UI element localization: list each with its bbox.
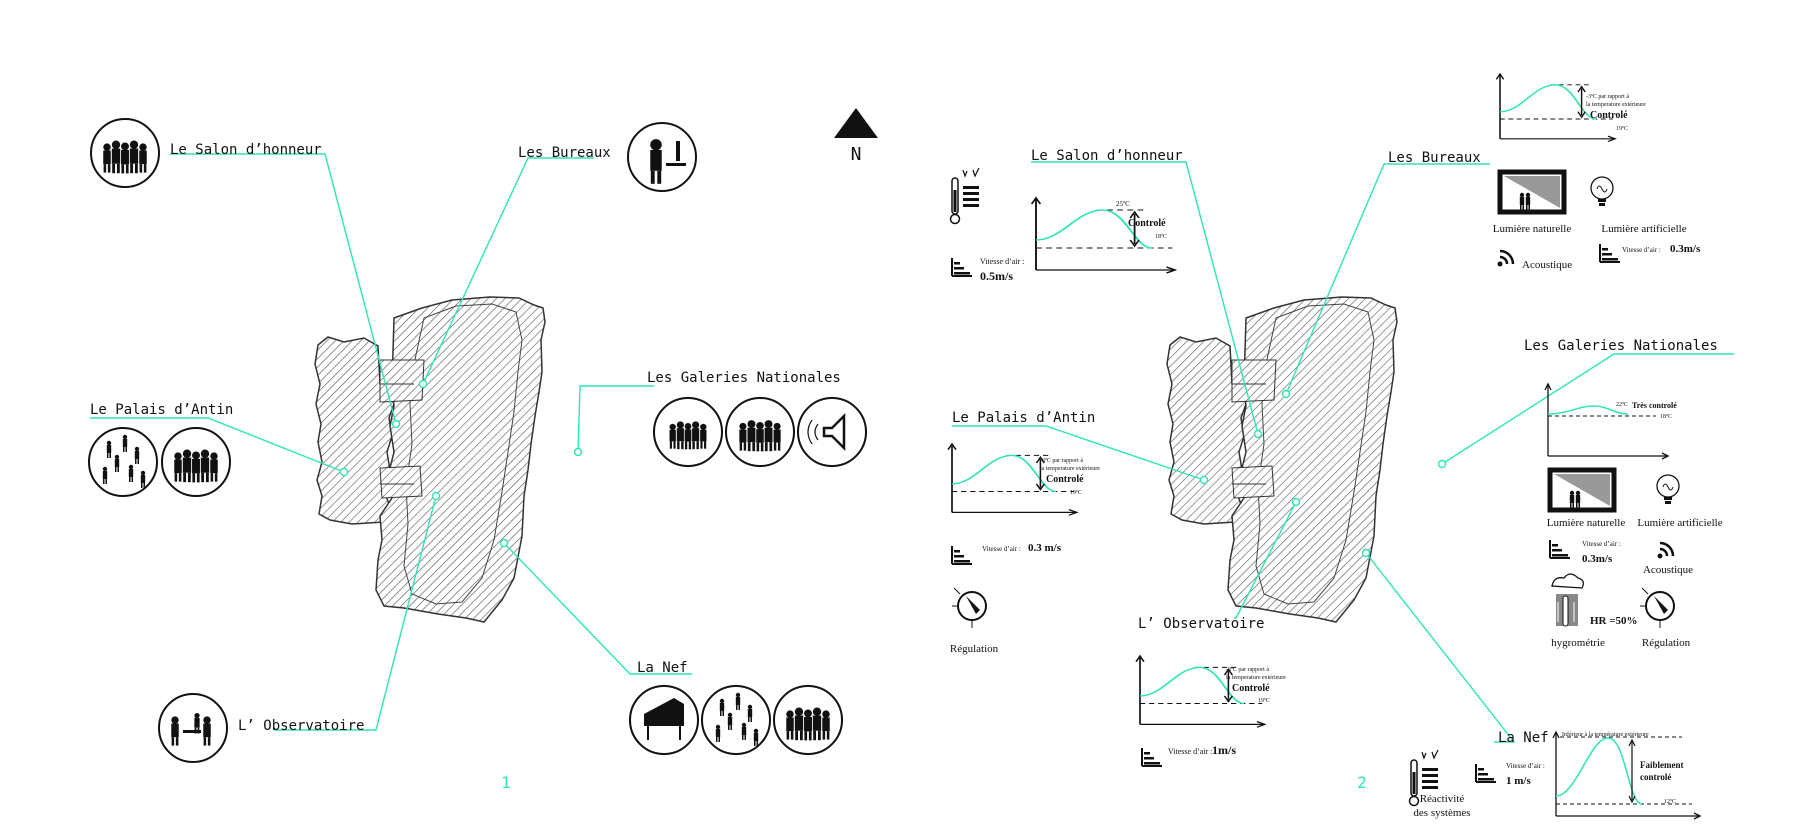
observatoire-air-label: Vitesse d’air : bbox=[1168, 747, 1212, 756]
label-bureaux-1: Les Bureaux bbox=[518, 145, 611, 161]
label-salon-2: Le Salon d’honneur bbox=[1031, 148, 1183, 164]
galeries-regulation-icon bbox=[1639, 587, 1675, 629]
panel-number-1: 1 bbox=[501, 773, 511, 792]
galeries-bulb-icon bbox=[1656, 474, 1680, 505]
observatoire-temp-note2: la temperature extérieure bbox=[1226, 675, 1286, 681]
bureaux-acoustic: Acoustique bbox=[1522, 259, 1572, 271]
palais-air-value: 0.3 m/s bbox=[1028, 542, 1062, 554]
bureaux-air-label: Vitesse d’air : bbox=[1622, 246, 1661, 254]
label-salon-1: Le Salon d’honneur bbox=[170, 142, 322, 158]
observatoire-temp-mid: Controlé bbox=[1232, 683, 1270, 694]
palais-temp-mid: Controlé bbox=[1046, 474, 1084, 485]
dispersed-visitors-icon bbox=[701, 685, 771, 755]
galeries-regulation: Régulation bbox=[1642, 637, 1691, 649]
label-observatoire-1: L’ Observatoire bbox=[238, 718, 364, 734]
nef-air-label: Vitesse d’air : bbox=[1506, 762, 1545, 770]
crowd-walking-icon bbox=[653, 397, 723, 467]
palais-temp-bottom: 19ºC bbox=[1070, 490, 1082, 496]
galeries-artificial-light: Lumière artificielle bbox=[1637, 517, 1722, 529]
observatoire-air-value: 1m/s bbox=[1212, 743, 1236, 757]
nef-temp-bottom: 12ºC bbox=[1664, 799, 1676, 805]
nef-air-value: 1 m/s bbox=[1506, 775, 1531, 787]
label-observatoire-2: L’ Observatoire bbox=[1138, 616, 1264, 632]
people-standing-icon bbox=[90, 118, 160, 188]
galeries-acoustic-icon bbox=[1656, 541, 1675, 560]
palais-air-icon bbox=[951, 545, 973, 565]
salon-air-value: 0.5m/s bbox=[980, 269, 1013, 283]
galeries-air-value: 0.3m/s bbox=[1582, 553, 1613, 565]
bureaux-temp-note2: la temperature extérieure bbox=[1586, 102, 1646, 108]
label-palais-1: Le Palais d’Antin bbox=[90, 402, 233, 418]
galeries-acoustic: Acoustique bbox=[1643, 564, 1693, 576]
bureaux-artificial-light: Lumière artificielle bbox=[1601, 223, 1686, 235]
panel-number-2: 2 bbox=[1357, 773, 1367, 792]
palais-temp-note2: la temperature extérieure bbox=[1040, 466, 1100, 472]
nef-air-icon bbox=[1475, 763, 1497, 783]
leader-lines-1 bbox=[90, 153, 692, 731]
bureaux-bulb-icon bbox=[1590, 176, 1614, 207]
nef-temp-mid2: controlé bbox=[1640, 772, 1671, 782]
galeries-air-icon bbox=[1549, 539, 1571, 559]
piano-icon bbox=[629, 685, 699, 755]
bureaux-air-icon bbox=[1599, 243, 1621, 263]
salon-air-label: Vitesse d’air : bbox=[980, 257, 1024, 266]
north-label: N bbox=[851, 144, 862, 165]
dining-people-icon bbox=[158, 693, 228, 763]
galeries-temp-chart bbox=[1544, 382, 1670, 460]
nef-react2: des systèmes bbox=[1413, 807, 1470, 819]
observatoire-temp-note1: -3ºC par rapport à bbox=[1226, 667, 1269, 673]
observatoire-air-icon bbox=[1141, 747, 1163, 767]
observatoire-temp-bottom: 19ºC bbox=[1258, 698, 1270, 704]
salon-temp-top: 25ºC bbox=[1116, 200, 1130, 208]
crowd-dense-icon bbox=[773, 685, 843, 755]
palais-regulation: Régulation bbox=[950, 643, 999, 655]
bureaux-window-icon bbox=[1500, 172, 1564, 212]
label-palais-2: Le Palais d’Antin bbox=[952, 410, 1095, 426]
nef-react1: Réactivité bbox=[1420, 793, 1465, 805]
salon-air-icon bbox=[951, 257, 973, 277]
galeries-window-icon bbox=[1550, 470, 1614, 510]
palais-temp-note1: -3ºC par rapport à bbox=[1040, 458, 1083, 464]
label-nef-2: La Nef bbox=[1498, 730, 1549, 746]
bureaux-air-value: 0.3m/s bbox=[1670, 243, 1701, 255]
label-bureaux-2: Les Bureaux bbox=[1388, 150, 1481, 166]
galeries-hygro: hygrométrie bbox=[1551, 637, 1605, 649]
label-galeries-2: Les Galeries Nationales bbox=[1524, 338, 1718, 354]
bureaux-temp-mid: Controlé bbox=[1590, 110, 1628, 121]
nef-temp-chart bbox=[1552, 730, 1702, 820]
nef-temp-note: Inférieur à la température extérieure bbox=[1562, 731, 1649, 738]
leader-lines-2 bbox=[952, 161, 1734, 743]
palais-air-label: Vitesse d’air : bbox=[982, 545, 1021, 553]
salon-temp-chart bbox=[1030, 196, 1177, 275]
galeries-temp-top: 22ºC bbox=[1616, 402, 1628, 408]
crowd-group-icon bbox=[725, 397, 795, 467]
salon-thermo-icon bbox=[949, 167, 980, 225]
galeries-temp-bottom: 18ºC bbox=[1660, 414, 1672, 420]
bureaux-temp-note1: -3ºC par rapport à bbox=[1586, 94, 1629, 100]
office-worker-icon bbox=[627, 122, 697, 192]
salon-temp-mid: Controlé bbox=[1128, 218, 1166, 229]
north-arrow: N bbox=[834, 108, 878, 165]
galeries-air-label: Vitesse d’air : bbox=[1582, 540, 1621, 548]
galeries-hygro-icon bbox=[1551, 573, 1584, 627]
scattered-people-icon bbox=[88, 427, 158, 497]
speaker-icon bbox=[797, 397, 867, 467]
nef-temp-mid1: Faiblement bbox=[1640, 760, 1684, 770]
bureaux-acoustic-icon bbox=[1496, 249, 1515, 268]
marching-crowd-icon bbox=[161, 427, 231, 497]
galeries-natural-light: Lumière naturelle bbox=[1547, 517, 1626, 529]
galeries-temp-mid: Très controlé bbox=[1632, 401, 1677, 410]
bureaux-natural-light: Lumière naturelle bbox=[1493, 223, 1572, 235]
label-galeries-1: Les Galeries Nationales bbox=[647, 370, 841, 386]
salon-temp-bottom: 18ºC bbox=[1155, 234, 1167, 240]
bureaux-temp-bottom: 19ºC bbox=[1616, 126, 1628, 132]
label-nef-1: La Nef bbox=[637, 660, 688, 676]
galeries-hr: HR =50% bbox=[1590, 615, 1638, 627]
palais-regulation-icon bbox=[951, 587, 987, 629]
plan-1 bbox=[314, 296, 546, 623]
plan-2 bbox=[1166, 296, 1398, 623]
